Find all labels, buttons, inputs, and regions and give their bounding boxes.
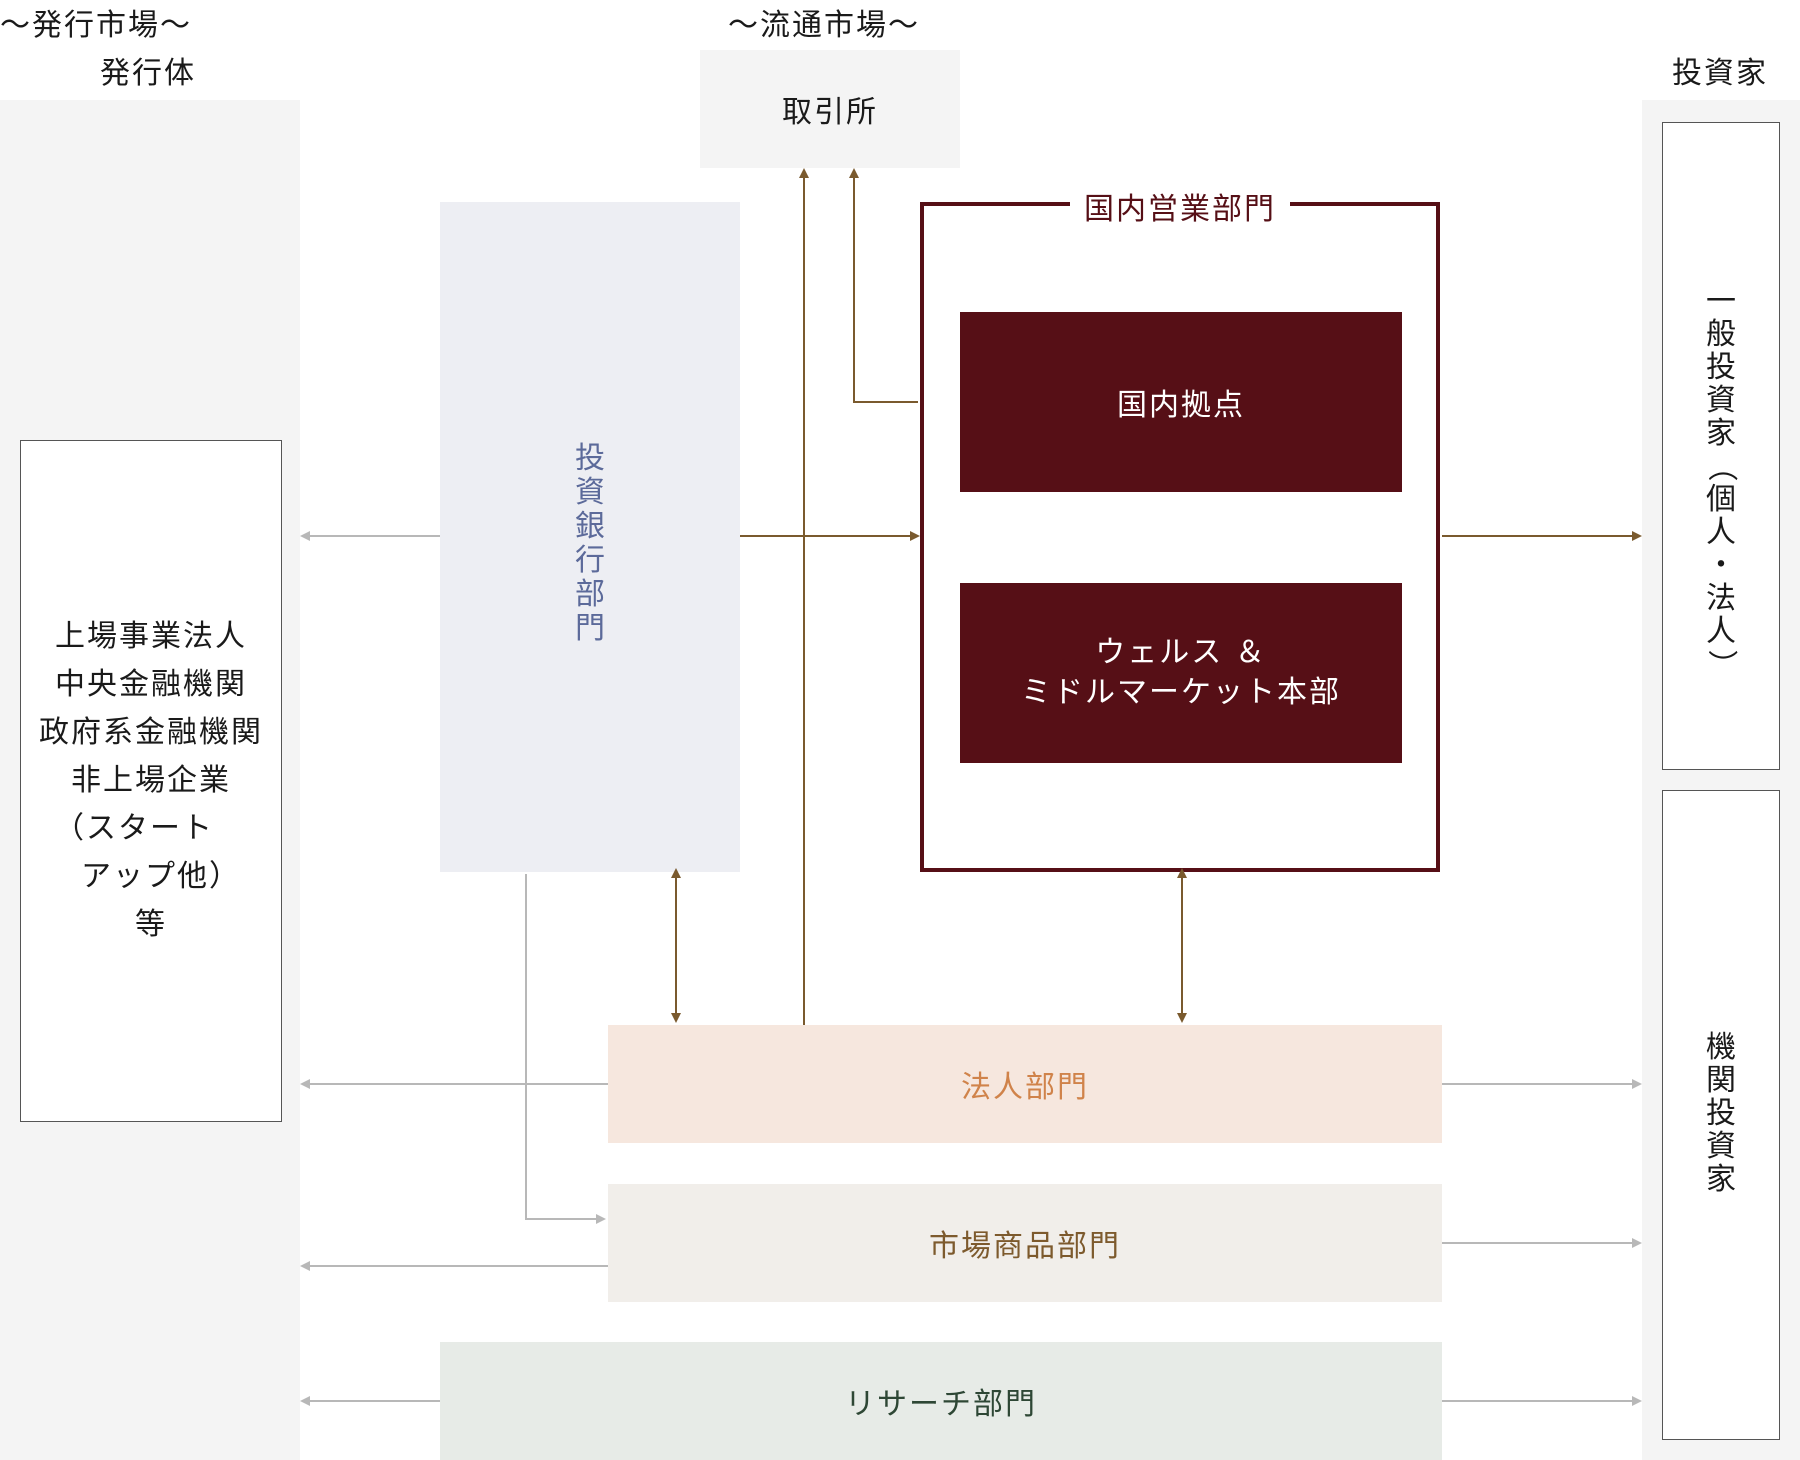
investment-banking-char: 門 bbox=[575, 611, 605, 646]
individual-investors-char: 人 bbox=[1706, 515, 1736, 550]
issuer-line: 政府系金融機関 bbox=[39, 715, 263, 750]
issuer-line: 上場事業法人 bbox=[55, 619, 247, 654]
secondary-market-heading: ～流通市場～ bbox=[728, 8, 920, 43]
individual-investors-char: 個 bbox=[1706, 482, 1736, 517]
issuer-box: 上場事業法人 中央金融機関 政府系金融機関 非上場企業 （スタート アップ他） … bbox=[20, 440, 282, 1122]
individual-investors-box: 一般投資家（個人・法人） bbox=[1662, 122, 1780, 770]
investment-banking-char: 銀 bbox=[575, 509, 605, 544]
institutional-investors-label: 機関投資家 bbox=[1663, 1031, 1779, 1196]
domestic-sales-label: 国内営業部門 bbox=[1070, 184, 1290, 228]
exchange-label: 取引所 bbox=[782, 95, 878, 130]
markets-division-box: 市場商品部門 bbox=[608, 1184, 1442, 1302]
individual-investors-char: 人 bbox=[1706, 614, 1736, 649]
issuers-heading: 発行体 bbox=[100, 56, 196, 91]
domestic-branches-box: 国内拠点 bbox=[960, 312, 1402, 492]
issuer-line: （スタート bbox=[54, 811, 214, 846]
exchange-box: 取引所 bbox=[700, 50, 960, 168]
issuer-line: アップ他） bbox=[81, 859, 241, 894]
individual-investors-char: 資 bbox=[1706, 383, 1736, 418]
issuer-list: 上場事業法人 中央金融機関 政府系金融機関 非上場企業 （スタート アップ他） … bbox=[39, 613, 263, 949]
wealth-middle-market-box: ウェルス ＆ ミドルマーケット本部 bbox=[960, 583, 1402, 763]
individual-investors-char: 一 bbox=[1706, 284, 1736, 319]
corporate-division-label: 法人部門 bbox=[961, 1070, 1089, 1105]
individual-investors-char: 般 bbox=[1706, 317, 1736, 352]
investment-banking-char: 部 bbox=[575, 577, 605, 612]
markets-division-label: 市場商品部門 bbox=[929, 1229, 1121, 1264]
individual-investors-char: 家 bbox=[1706, 416, 1736, 451]
wealth-line-1: ウェルス ＆ bbox=[1095, 635, 1267, 670]
issuer-line: 中央金融機関 bbox=[55, 667, 247, 702]
research-division-label: リサーチ部門 bbox=[845, 1387, 1037, 1422]
research-division-box: リサーチ部門 bbox=[440, 1342, 1442, 1460]
institutional-investors-char: 投 bbox=[1706, 1096, 1736, 1131]
investment-banking-char: 投 bbox=[575, 441, 605, 476]
issuer-line: 等 bbox=[135, 907, 167, 942]
domestic-branches-label: 国内拠点 bbox=[1117, 388, 1245, 423]
corporate-division-box: 法人部門 bbox=[608, 1025, 1442, 1143]
individual-investors-char: 投 bbox=[1706, 350, 1736, 385]
institutional-investors-char: 資 bbox=[1706, 1129, 1736, 1164]
individual-investors-char: 法 bbox=[1706, 581, 1736, 616]
individual-investors-label: 一般投資家（個人・法人） bbox=[1663, 285, 1779, 681]
institutional-investors-box: 機関投資家 bbox=[1662, 790, 1780, 1440]
investment-banking-box: 投資銀行部門 bbox=[440, 202, 740, 872]
individual-investors-char: ・ bbox=[1706, 548, 1736, 583]
wealth-line-2: ミドルマーケット本部 bbox=[1021, 675, 1341, 710]
investment-banking-char: 行 bbox=[575, 543, 605, 578]
institutional-investors-char: 家 bbox=[1706, 1162, 1736, 1197]
issuer-line: 非上場企業 bbox=[71, 763, 231, 798]
institutional-investors-char: 機 bbox=[1706, 1030, 1736, 1065]
arrow-domestic-to-exchange bbox=[849, 168, 918, 403]
issuance-market-heading: ～発行市場～ bbox=[0, 8, 192, 43]
investment-banking-char: 資 bbox=[575, 475, 605, 510]
investment-banking-label: 投資銀行部門 bbox=[440, 442, 740, 646]
investors-heading: 投資家 bbox=[1672, 56, 1768, 91]
arrow-ib-to-markets bbox=[525, 874, 606, 1224]
institutional-investors-char: 関 bbox=[1706, 1063, 1736, 1098]
